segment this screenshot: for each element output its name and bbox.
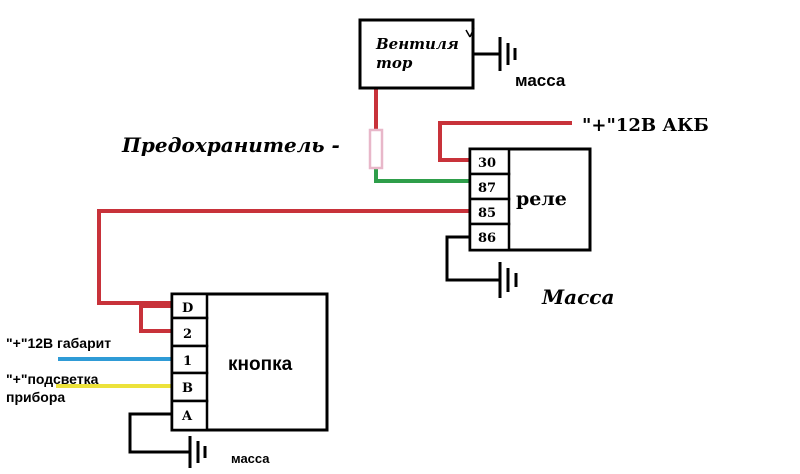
button-pin-d-box — [170, 292, 209, 320]
dash-light-label-line2: прибора — [6, 389, 65, 405]
button-pin-a-box — [170, 399, 209, 432]
button-ground-label: масса — [231, 451, 270, 466]
wire-fuse-to-relay-87 — [374, 165, 472, 183]
relay-pin-87: 87 — [478, 181, 496, 196]
relay-ground-label: Масса — [541, 285, 614, 309]
wire-button-a-ground — [128, 412, 190, 454]
button-pin-b: B — [182, 381, 193, 396]
spark-icon — [465, 27, 475, 38]
relay-pin-85: 85 — [478, 206, 496, 221]
fan-label-line1: Вентиля — [375, 35, 459, 53]
fuse-label: Предохранитель - — [121, 133, 340, 157]
wire-button-d-to-2 — [139, 304, 174, 333]
battery-label: "+"12В АКБ — [582, 115, 709, 136]
button-pin-2: 2 — [183, 327, 192, 342]
relay-label: реле — [516, 188, 567, 210]
relay-pin-30: 30 — [478, 156, 496, 171]
wire-relay-85-to-button-d — [97, 209, 472, 305]
relay-pin-87-box — [468, 172, 511, 201]
button-pin-a: A — [181, 409, 193, 424]
wire-relay-86-ground — [445, 235, 500, 282]
button-pin-d: D — [182, 301, 193, 316]
button-label: кнопка — [228, 354, 293, 375]
relay-pin-86: 86 — [478, 231, 496, 246]
ground-symbol-icon — [498, 262, 518, 298]
relay-pin-30-box — [468, 147, 511, 176]
ground-symbol-icon — [188, 436, 207, 468]
dash-light-label-line1: "+"подсветка — [6, 371, 99, 387]
button-pin-1: 1 — [183, 354, 192, 369]
fuse-icon — [368, 128, 384, 170]
fan-ground-label: масса — [515, 71, 566, 90]
fan-box — [358, 18, 475, 90]
marker-light-label: "+"12В габарит — [6, 335, 111, 351]
fan-label-line2: тор — [376, 54, 413, 72]
relay-pin-86-box — [468, 222, 511, 252]
ground-symbol-icon — [498, 37, 517, 71]
wire-battery-to-relay-30 — [438, 121, 572, 162]
